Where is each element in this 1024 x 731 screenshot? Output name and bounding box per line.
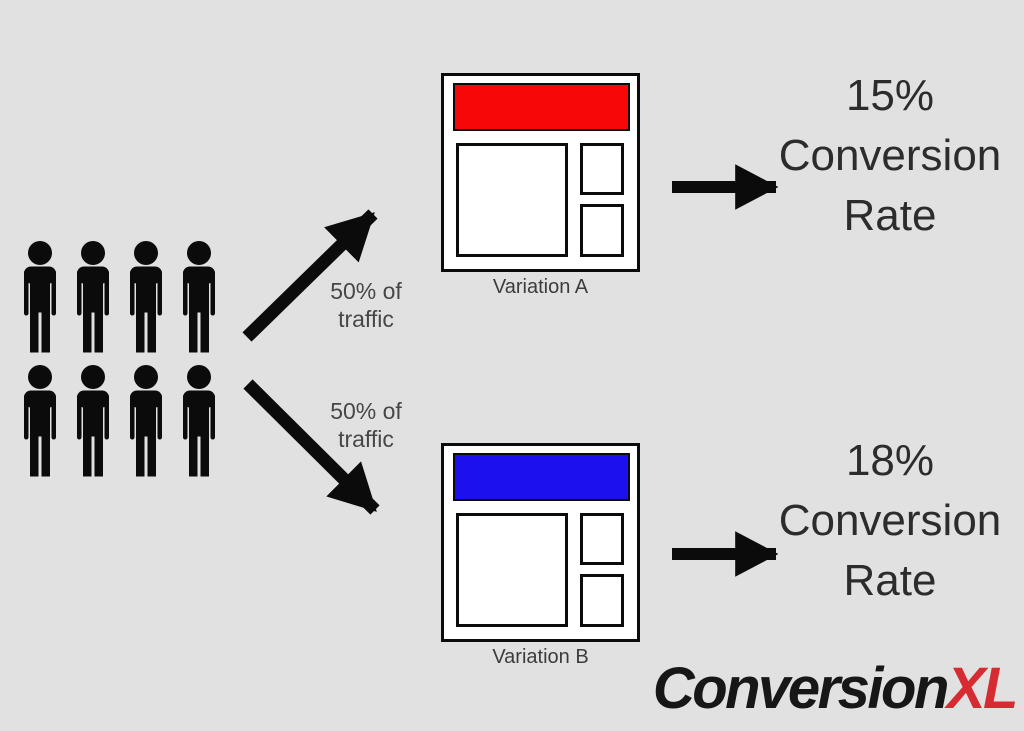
traffic-split-line: 50% of	[330, 398, 402, 424]
conversion-rate-a-value: 15%	[845, 71, 935, 120]
conversion-rate-a: 15% Conversion Rate	[772, 66, 1008, 246]
audience-row	[16, 364, 223, 477]
person-icon	[175, 364, 223, 477]
logo-text-red: XL	[946, 656, 1019, 721]
person-icon	[16, 240, 64, 353]
variation-a-header-block	[453, 83, 630, 131]
person-icon	[122, 364, 170, 477]
traffic-split-line: traffic	[338, 426, 394, 452]
conversion-rate-b-value: 18%	[845, 436, 935, 485]
variation-a-label: Variation A	[492, 276, 589, 298]
variation-a-wireframe	[441, 73, 640, 272]
person-icon	[175, 240, 223, 353]
variation-b-label: Variation B	[492, 646, 589, 668]
variation-b-header-block	[453, 453, 630, 501]
person-icon	[69, 240, 117, 353]
traffic-split-label-bottom: 50% of traffic	[296, 397, 436, 453]
audience-row	[16, 240, 223, 353]
person-icon	[122, 240, 170, 353]
audience-group	[16, 240, 223, 477]
person-icon	[69, 364, 117, 477]
variation-a-sidebar-block	[580, 204, 624, 257]
conversionxl-logo: ConversionXL	[653, 660, 1019, 718]
logo-text-black: Conversion	[652, 656, 950, 721]
traffic-split-line: 50% of	[330, 278, 402, 304]
traffic-split-label-top: 50% of traffic	[296, 277, 436, 333]
variation-b-sidebar-block	[580, 574, 624, 627]
variation-a-sidebar-block	[580, 143, 624, 195]
variation-b-wireframe	[441, 443, 640, 642]
variation-b-content-block	[456, 513, 568, 627]
conversion-rate-b: 18% Conversion Rate	[772, 431, 1008, 611]
person-icon	[16, 364, 64, 477]
conversion-rate-a-word: Rate	[843, 191, 937, 240]
conversion-rate-a-word: Conversion	[778, 131, 1002, 180]
conversion-rate-b-word: Conversion	[778, 496, 1002, 545]
variation-a-content-block	[456, 143, 568, 257]
split-arrow-up-icon	[242, 209, 378, 342]
split-arrow-down-icon	[243, 379, 380, 515]
variation-b-sidebar-block	[580, 513, 624, 565]
conversion-rate-b-word: Rate	[843, 556, 937, 605]
traffic-split-line: traffic	[338, 306, 394, 332]
